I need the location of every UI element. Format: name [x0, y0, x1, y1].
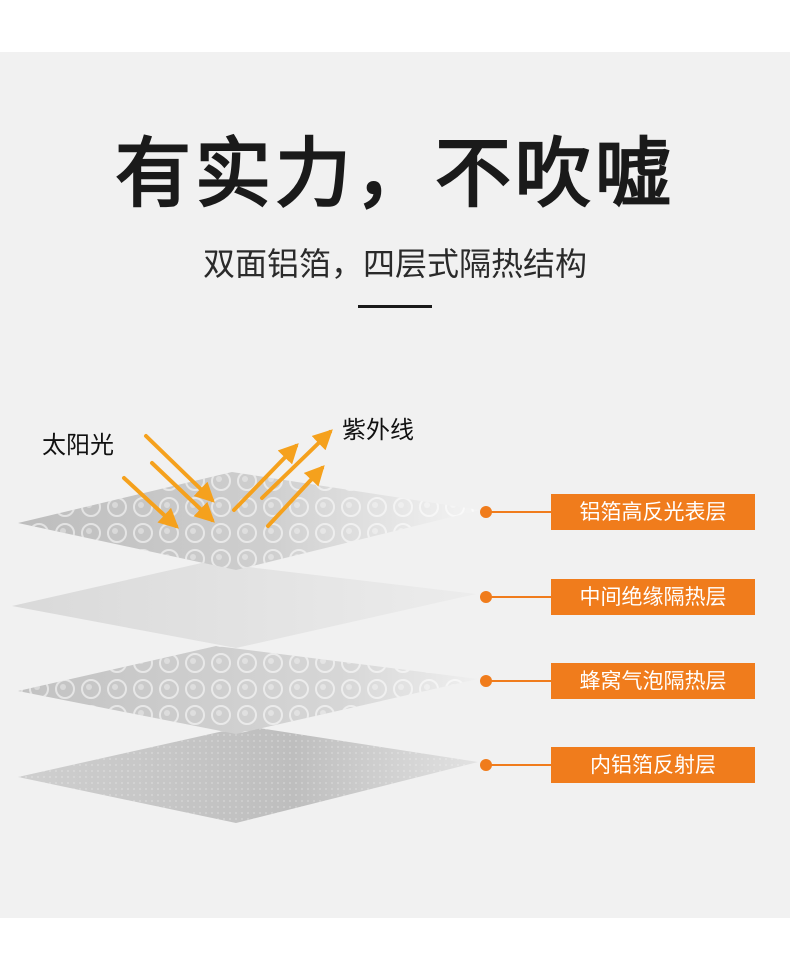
page-title: 有实力，不吹嘘	[115, 129, 675, 218]
layer-diagram	[12, 429, 551, 823]
layer-middle-insulation	[12, 562, 476, 648]
sunlight-label: 太阳光	[42, 431, 114, 459]
connector-2	[480, 591, 551, 603]
layer-label-inner-foil: 内铝箔反射层	[551, 747, 755, 783]
connector-1	[480, 506, 551, 518]
title-divider	[358, 305, 432, 308]
layer-label-top-foil: 铝箔高反光表层	[551, 494, 755, 530]
layer-label-bubble: 蜂窝气泡隔热层	[551, 663, 755, 699]
layer-top-foil	[18, 472, 480, 570]
sunlight-arrows	[122, 434, 215, 529]
uv-arrows	[232, 429, 333, 528]
connector-3	[480, 675, 551, 687]
uv-label: 紫外线	[342, 416, 414, 444]
layer-bubble	[18, 646, 478, 734]
layer-inner-foil	[18, 726, 478, 823]
page-subtitle: 双面铝箔，四层式隔热结构	[202, 245, 587, 283]
connector-4	[480, 759, 551, 771]
layer-label-middle-insulation: 中间绝缘隔热层	[551, 579, 755, 615]
